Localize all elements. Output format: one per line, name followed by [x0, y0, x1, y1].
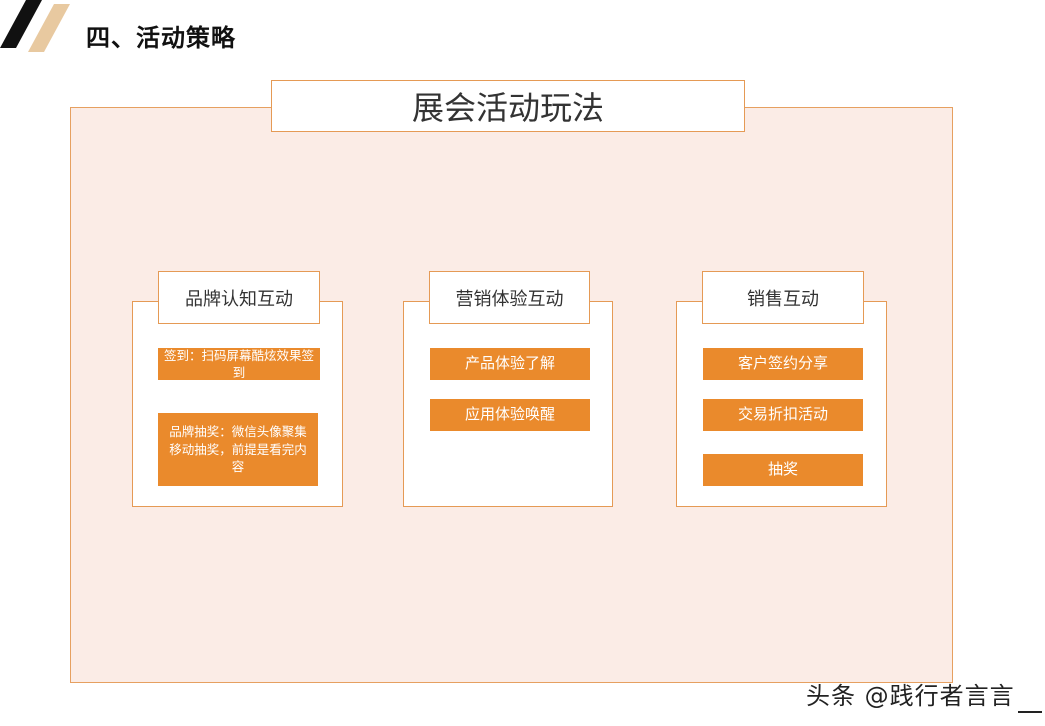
item-client-signing: 客户签约分享: [703, 348, 863, 380]
card-title-brand-awareness: 品牌认知互动: [158, 271, 320, 324]
section-title: 四、活动策略: [86, 24, 236, 52]
item-brand-lottery: 品牌抽奖：微信头像聚集移动抽奖，前提是看完内容: [158, 413, 318, 486]
item-trade-discount: 交易折扣活动: [703, 399, 863, 431]
item-product-experience: 产品体验了解: [430, 348, 590, 380]
main-title: 展会活动玩法: [271, 80, 745, 132]
logo-slashes-icon: [0, 0, 70, 52]
watermark: 头条 @践行者言言: [806, 682, 1015, 710]
card-title-sales-interaction: 销售互动: [702, 271, 864, 324]
item-lottery: 抽奖: [703, 454, 863, 486]
card-title-marketing-experience: 营销体验互动: [429, 271, 590, 324]
watermark-underline: [1018, 711, 1042, 713]
item-app-experience: 应用体验唤醒: [430, 399, 590, 431]
item-checkin: 签到：扫码屏幕酷炫效果签到: [158, 348, 320, 380]
